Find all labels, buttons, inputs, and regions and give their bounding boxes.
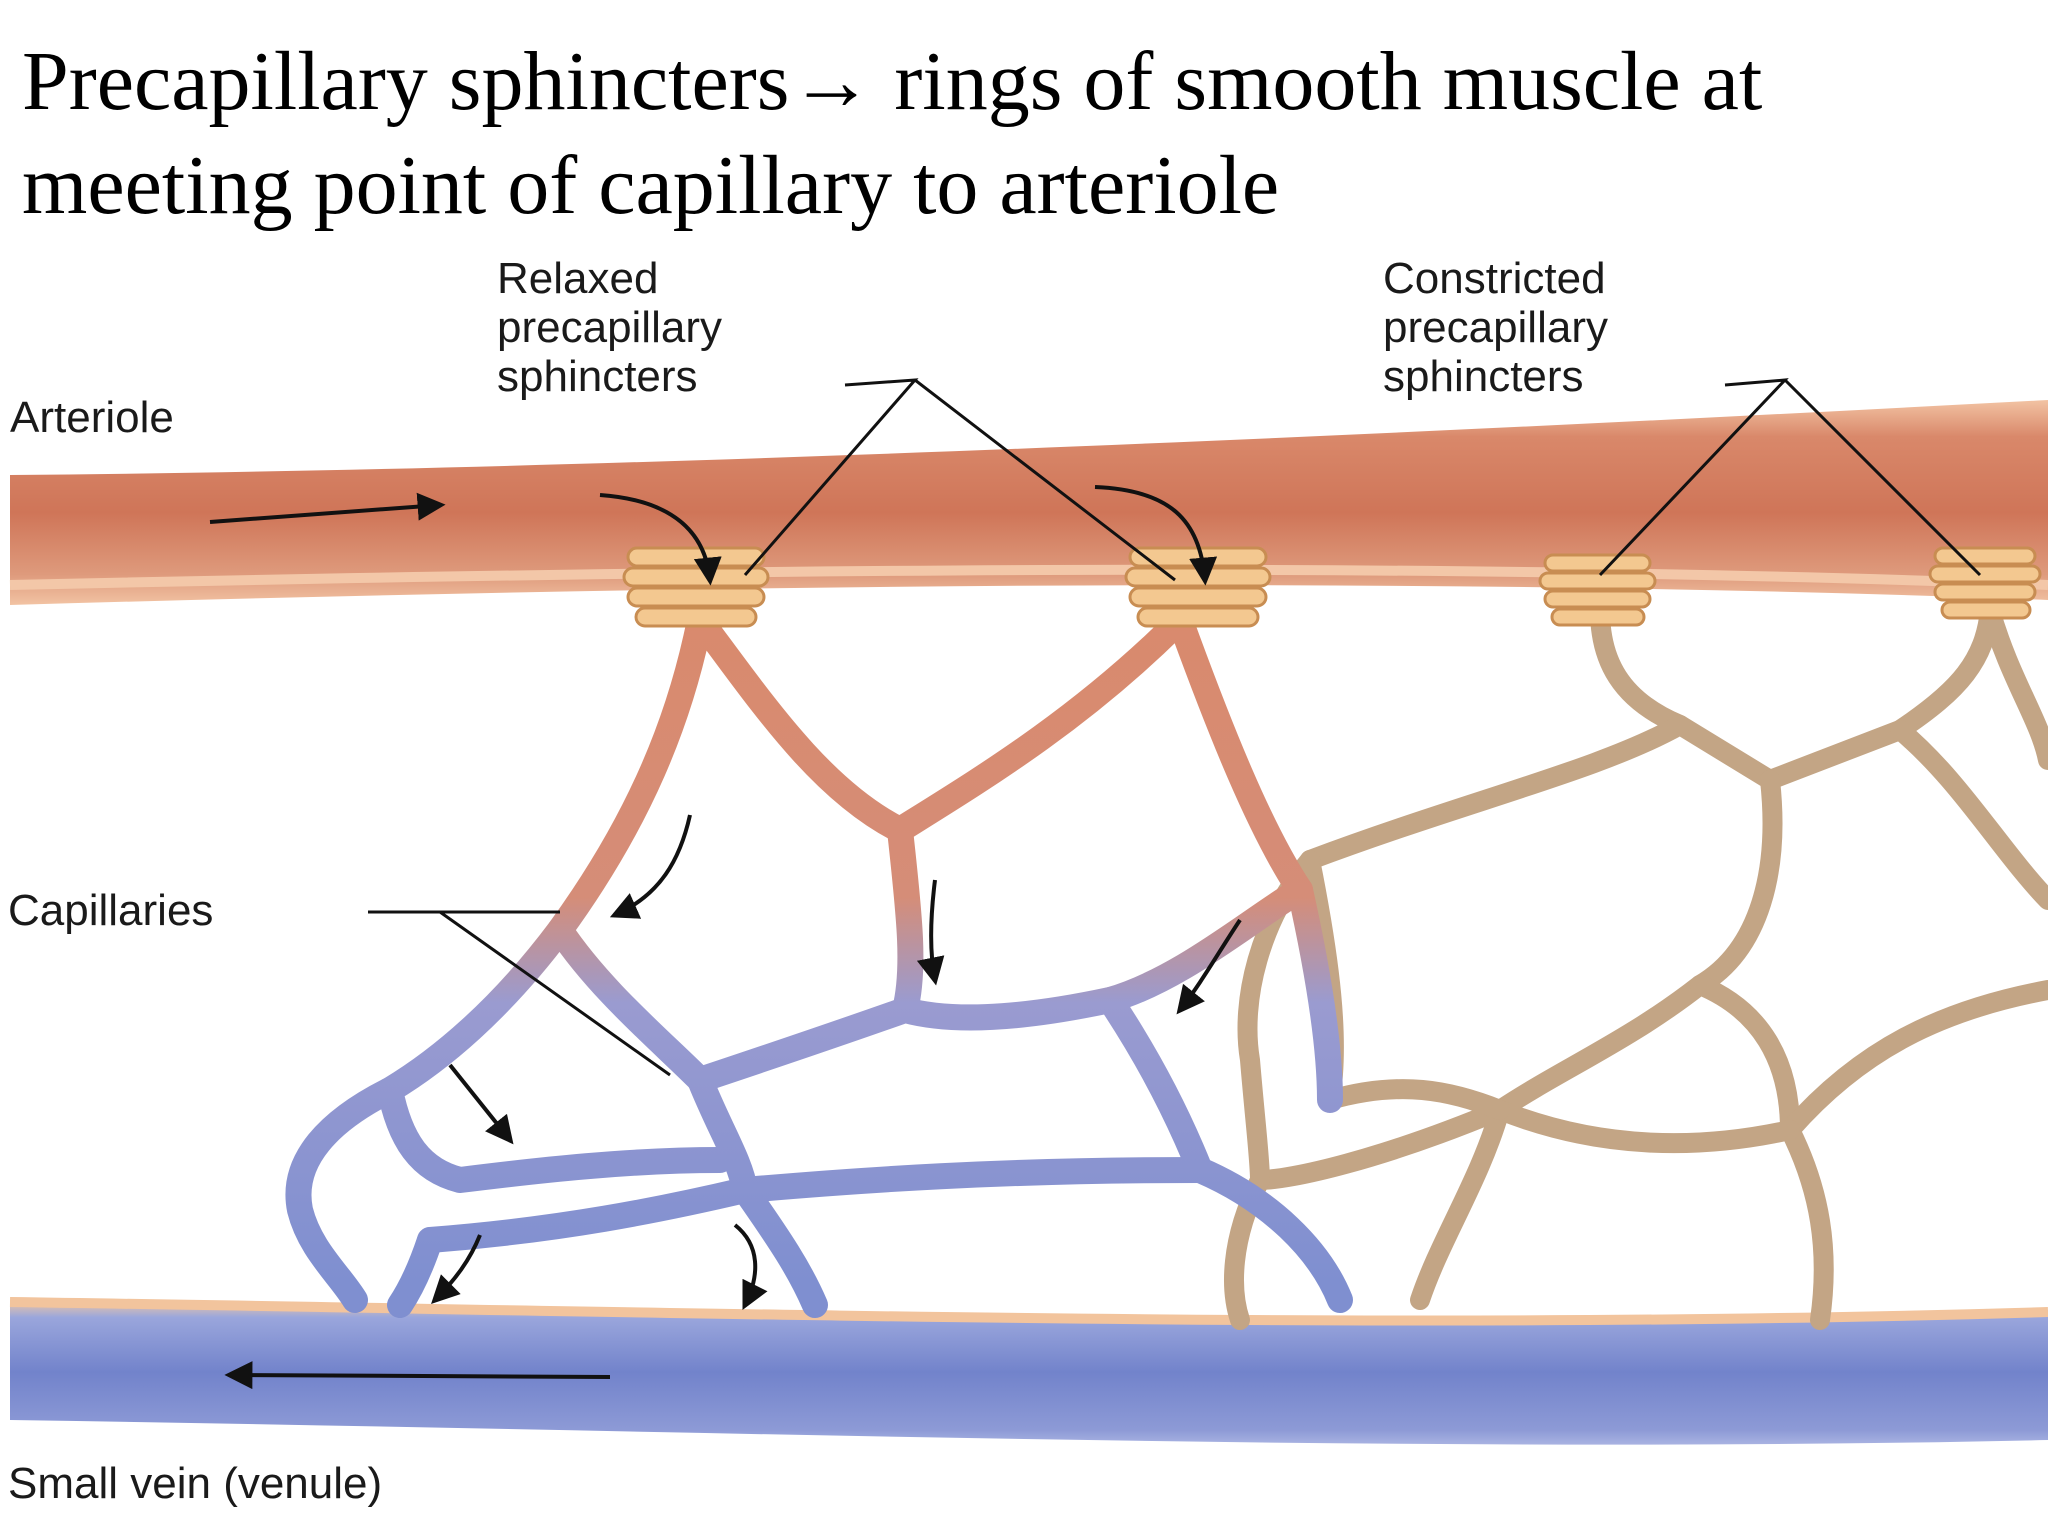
constricted-sphincter-2 — [1928, 546, 2042, 620]
relaxed-sphincters-label: Relaxed precapillary sphincters — [497, 254, 734, 401]
constricted-label-line-1: Constricted — [1383, 254, 1606, 303]
constricted-sphincter-1 — [1538, 553, 1657, 627]
title-line-2: meeting point of capillary to arteriole — [22, 139, 1280, 232]
leader-lines — [368, 378, 1982, 1077]
arteriole-lower-wall — [9, 564, 2048, 590]
inactive-capillary-network — [1224, 600, 2048, 1330]
capillaries-label: Capillaries — [8, 886, 213, 935]
venule-vessel — [10, 1300, 2048, 1445]
title-line-1: Precapillary sphincters→ rings of smooth… — [22, 35, 1763, 128]
constricted-leader-line — [1598, 378, 1982, 577]
capillaries-leader-line — [368, 910, 671, 1077]
arteriole-flow-arrow — [209, 492, 446, 524]
venule-label: Small vein (venule) — [8, 1459, 382, 1508]
constricted-sphincters-label: Constricted precapillary sphincters — [1383, 254, 1620, 401]
arteriole-vessel — [10, 400, 2048, 605]
arteriole-label: Arteriole — [10, 393, 174, 442]
venule-upper-wall — [9, 1297, 2048, 1326]
relaxed-label-line-2: precapillary — [497, 303, 722, 352]
constricted-label-line-3: sphincters — [1383, 352, 1584, 401]
relaxed-sphincter-1 — [622, 546, 770, 628]
venule-flow-arrow — [224, 1361, 611, 1390]
constricted-label-line-2: precapillary — [1383, 303, 1608, 352]
relaxed-label-line-3: sphincters — [497, 352, 698, 401]
flow-arrows — [209, 485, 1242, 1390]
relaxed-label-line-1: Relaxed — [497, 254, 658, 303]
active-capillary-network — [285, 607, 1353, 1318]
relaxed-leader-line — [743, 378, 1176, 582]
slide-title: Precapillary sphincters→ rings of smooth… — [22, 30, 2022, 238]
